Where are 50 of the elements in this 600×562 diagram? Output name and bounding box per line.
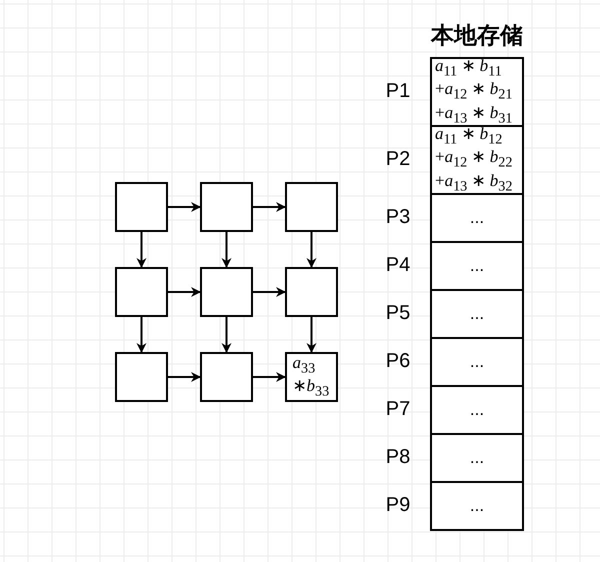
ellipsis: ... bbox=[470, 496, 484, 516]
storage-cell bbox=[430, 57, 524, 127]
storage-cell bbox=[430, 193, 524, 243]
ellipsis: ... bbox=[470, 304, 484, 324]
processing-box bbox=[285, 352, 338, 402]
arrow bbox=[253, 372, 286, 382]
ellipsis: ... bbox=[470, 448, 484, 468]
arrow bbox=[253, 202, 286, 212]
processing-box bbox=[285, 267, 338, 317]
processing-box bbox=[200, 267, 253, 317]
storage-cell bbox=[430, 481, 524, 531]
row-label: P2 bbox=[384, 148, 412, 171]
processing-box bbox=[115, 267, 168, 317]
arrow bbox=[306, 232, 316, 268]
row-label: P9 bbox=[384, 494, 412, 517]
processing-box bbox=[115, 352, 168, 402]
arrow bbox=[253, 287, 286, 297]
formula: a$_{11}$ ∗ b$_{11}$ +a$_{12}$ ∗ b$_{21}$ +a$_{13}$ ∗ b$_{31}$ bbox=[435, 56, 514, 127]
row-label: P1 bbox=[384, 80, 412, 103]
processing-box bbox=[285, 182, 338, 232]
ellipsis: ... bbox=[470, 352, 484, 372]
arrow bbox=[222, 317, 232, 353]
row-label: P7 bbox=[384, 398, 412, 421]
ellipsis: ... bbox=[470, 208, 484, 228]
formula: a$_{11}$ ∗ b$_{12}$ +a$_{12}$ ∗ b$_{22}$ +a$_{13}$ ∗ b$_{32}$ bbox=[435, 124, 514, 196]
storage-cell bbox=[430, 289, 524, 339]
ellipsis: ... bbox=[470, 256, 484, 276]
processing-box bbox=[200, 182, 253, 232]
storage-cell bbox=[430, 433, 524, 483]
arrow bbox=[136, 317, 146, 353]
storage-cell bbox=[430, 125, 524, 195]
row-label: P4 bbox=[384, 254, 412, 277]
arrow bbox=[222, 232, 232, 268]
row-label: P5 bbox=[384, 302, 412, 325]
processing-box bbox=[200, 352, 253, 402]
arrow bbox=[306, 317, 316, 353]
storage-cell bbox=[430, 385, 524, 435]
arrow bbox=[136, 232, 146, 268]
arrow bbox=[168, 287, 201, 297]
row-label: P3 bbox=[384, 206, 412, 229]
ellipsis: ... bbox=[470, 400, 484, 420]
formula: a$_{33}$ ∗b$_{33}$ bbox=[292, 354, 330, 400]
arrow bbox=[168, 372, 201, 382]
processing-box bbox=[115, 182, 168, 232]
storage-cell bbox=[430, 337, 524, 387]
storage-cell bbox=[430, 241, 524, 291]
row-label: P8 bbox=[384, 446, 412, 469]
row-label: P6 bbox=[384, 350, 412, 373]
arrow bbox=[168, 202, 201, 212]
title: 本地存储 bbox=[430, 21, 524, 50]
